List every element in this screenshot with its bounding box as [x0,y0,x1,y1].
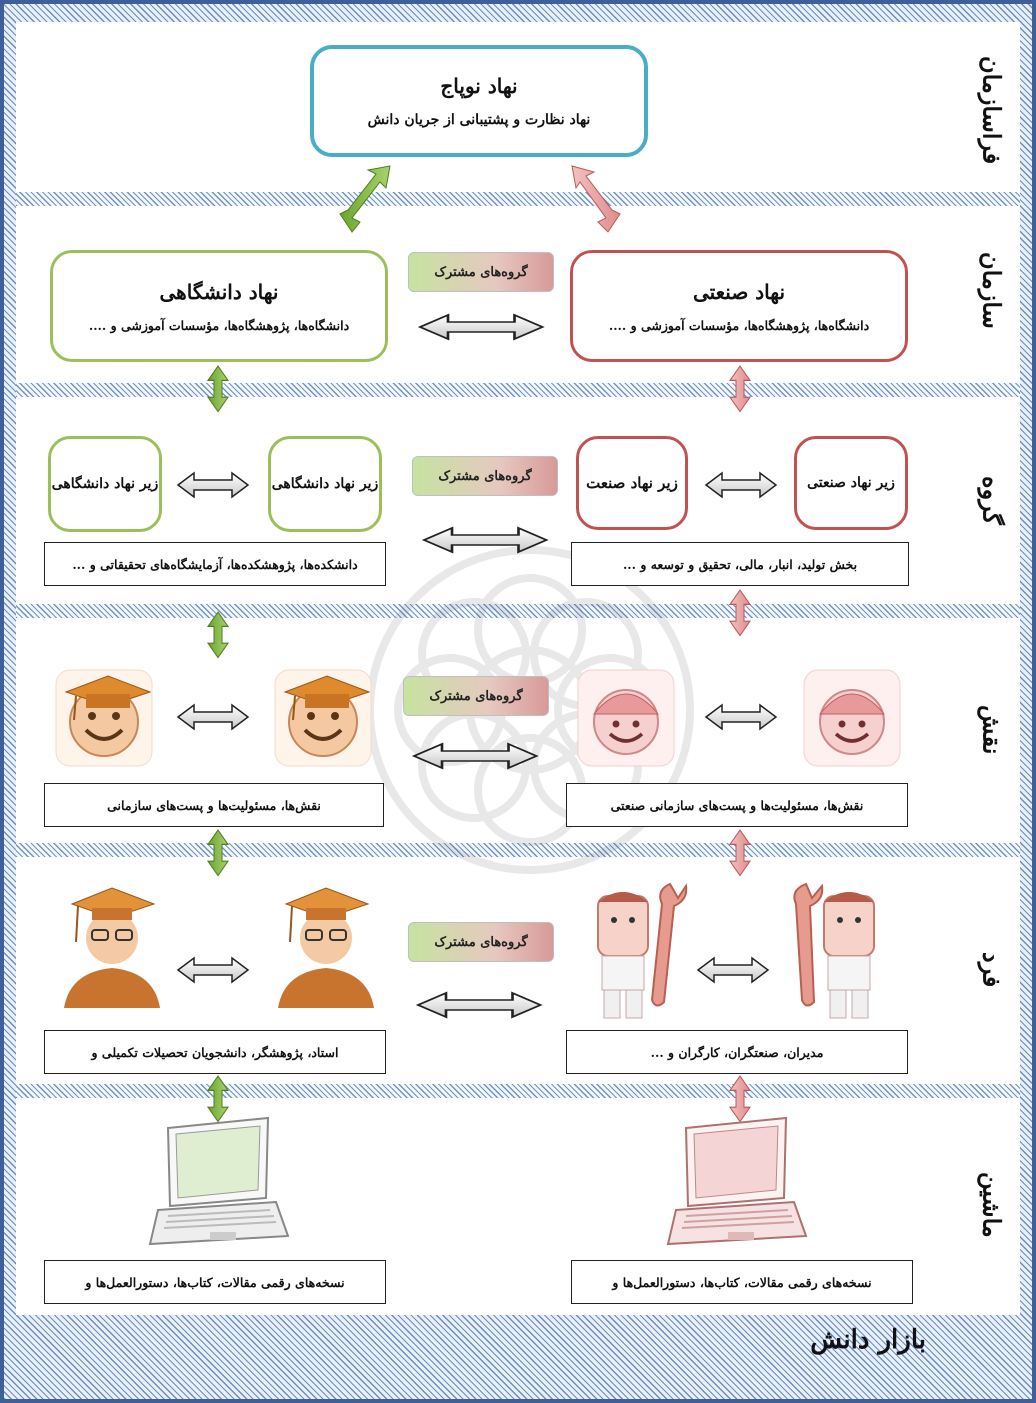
layer-label-machine: ماشین [977,1172,1007,1238]
layer-label-org: سازمان [977,251,1007,329]
industrial-group-desc: بخش تولید، انبار، مالی، تحقیق و توسعه و … [571,542,909,586]
academic-role-desc: نقش‌ها، مسئولیت‌ها و پست‌های سازمانی [44,783,384,827]
double-arrow-icon [729,1075,751,1123]
industrial-subunit-box: زیر نهاد صنعت [576,436,688,530]
academic-person-desc: استاد، پژوهشگر، دانشجویان تحصیلات تکمیلی… [44,1030,386,1074]
separator [16,843,1020,857]
double-arrow-icon [729,829,751,877]
industrial-machine-desc: نسخه‌های رقمی مقالات، کتاب‌ها، دستورالعم… [571,1260,913,1304]
nopaj-subtitle: نهاد نظارت و پشتیبانی از جریان دانش [367,112,591,128]
layer-label-group: گروه [977,475,1007,525]
industrial-subunit-box: زیر نهاد صنعتی [794,436,908,530]
double-arrow-icon [207,829,229,877]
academic-subunit-label: زیر نهاد دانشگاهی [51,475,159,492]
double-arrow-icon [207,365,229,413]
worker-wrench-icon [793,882,875,1019]
double-arrow-icon [697,957,769,983]
double-arrow-icon [177,704,249,730]
double-arrow-icon [339,165,391,233]
industrial-subunit-label: زیر نهاد صنعتی [807,474,895,491]
separator [16,1084,1020,1098]
student-icon [64,887,160,1008]
layer-label-person: فرد [977,952,1007,988]
double-arrow-icon [207,1075,229,1123]
double-arrow-icon [729,589,751,637]
common-groups-badge: گروه‌های مشترک [408,252,554,292]
industrial-subtitle: دانشگاه‌ها، پژوهشگاه‌ها، مؤسسات آموزشی و… [608,317,870,333]
double-arrow-icon [729,365,751,413]
double-arrow-icon [207,611,229,659]
academic-subunit-box: زیر نهاد دانشگاهی [48,436,162,532]
double-arrow-icon [412,742,538,770]
industrial-subunit-label: زیر نهاد صنعت [586,473,678,492]
double-arrow-icon [422,526,548,554]
industrial-role-desc: نقش‌ها، مسئولیت‌ها و پست‌های سازمانی صنع… [566,783,908,827]
double-arrow-icon [418,313,544,341]
double-arrow-icon [416,991,542,1019]
double-arrow-icon [177,957,249,983]
separator [16,192,1020,206]
double-arrow-icon [705,704,777,730]
worker-wrench-icon [597,882,688,1019]
layer-label-meta-org: فراسازمان [977,55,1007,165]
academic-machine-desc: نسخه‌های رقمی مقالات، کتاب‌ها، دستورالعم… [44,1260,386,1304]
layer-label-role: نقش [977,705,1007,755]
graduate-smiley-icon [54,668,154,768]
nopaj-box: نهاد نوپاج نهاد نظارت و پشتیبانی از جریا… [310,45,648,157]
knowledge-market-label: بازار دانش [810,1325,926,1355]
graduate-smiley-icon [273,668,373,768]
separator [16,604,1020,618]
laptop-icon [666,1116,808,1246]
separator [16,383,1020,397]
academic-subunit-label: زیر نهاد دانشگاهی [271,475,379,492]
academic-group-desc: دانشکده‌ها، پژوهشکده‌ها، آزمایشگاه‌های ت… [44,542,386,586]
common-groups-badge: گروه‌های مشترک [412,456,558,496]
academic-subtitle: دانشگاه‌ها، پژوهشگاه‌ها، مؤسسات آموزشی و… [88,317,350,333]
academic-box: نهاد دانشگاهی دانشگاه‌ها، پژوهشگاه‌ها، م… [50,250,388,362]
laptop-icon [149,1117,289,1245]
common-groups-badge: گروه‌های مشترک [408,922,554,962]
industrial-box: نهاد صنعتی دانشگاه‌ها، پژوهشگاه‌ها، مؤسس… [570,250,908,362]
industrial-title: نهاد صنعتی [692,279,786,304]
academic-title: نهاد دانشگاهی [159,279,279,304]
double-arrow-icon [571,165,621,233]
academic-subunit-box: زیر نهاد دانشگاهی [268,436,382,532]
double-arrow-icon [177,472,249,498]
student-icon [278,887,374,1008]
worker-smiley-icon [803,669,901,767]
double-arrow-icon [705,472,777,498]
nopaj-title: نهاد نوپاج [440,74,518,98]
industrial-person-desc: مدیران، صنعتگران، کارگران و ... [566,1030,908,1074]
worker-smiley-icon [577,669,675,767]
common-groups-badge: گروه‌های مشترک [403,676,549,716]
